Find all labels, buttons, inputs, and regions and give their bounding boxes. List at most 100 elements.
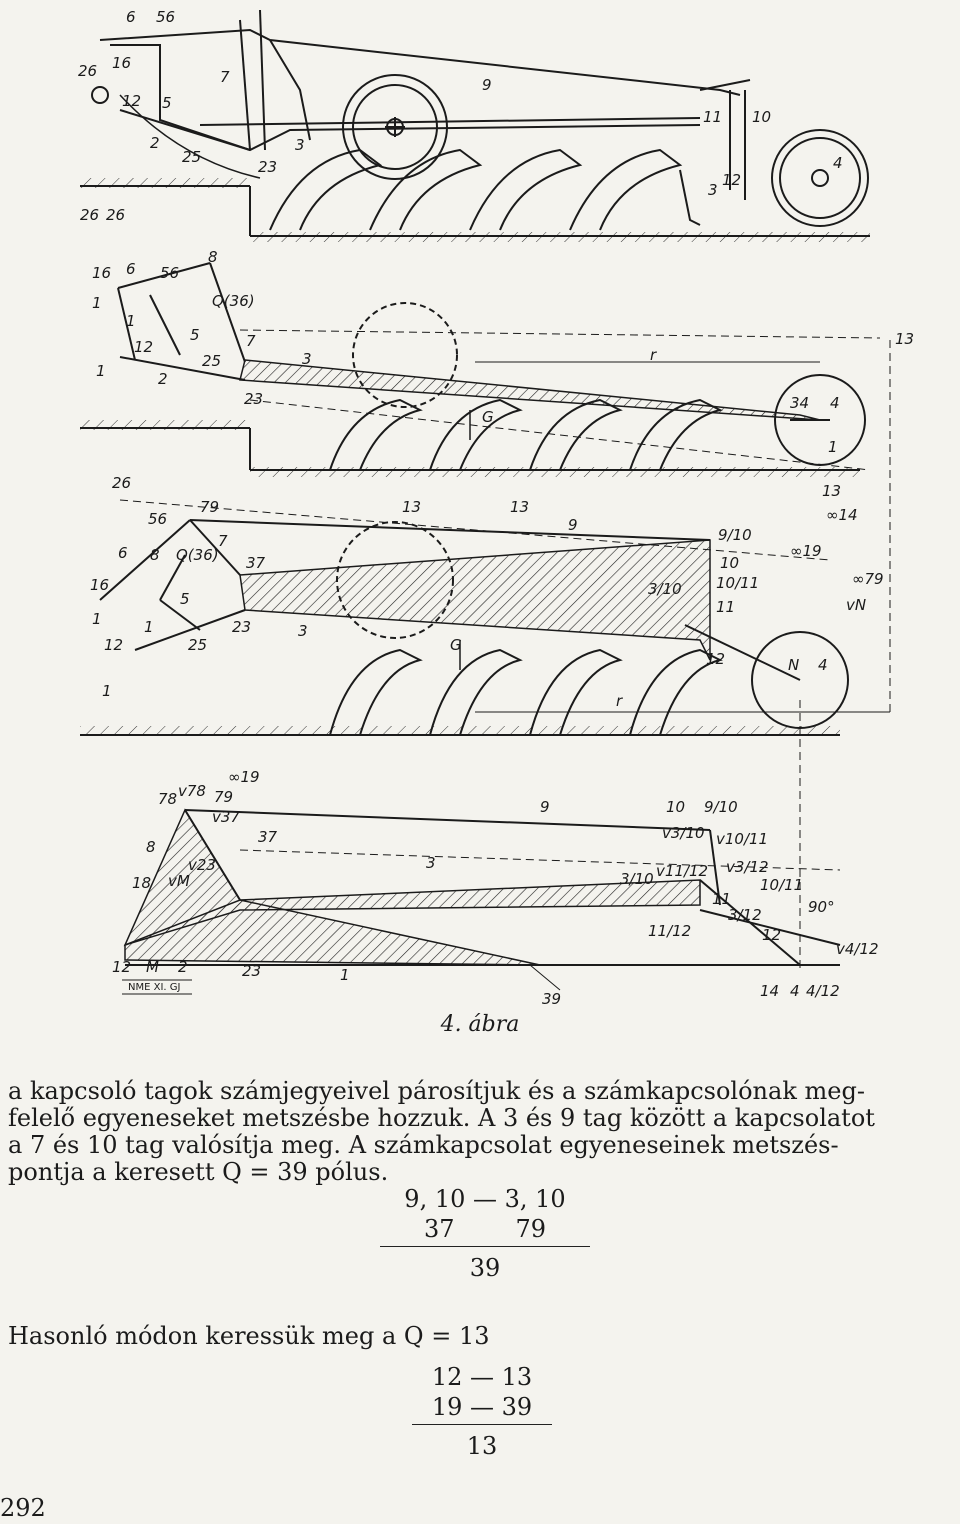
svg-text:12: 12 (762, 926, 781, 944)
svg-text:11/12: 11/12 (648, 922, 691, 940)
svg-text:3/10: 3/10 (620, 870, 654, 888)
svg-text:v37: v37 (212, 808, 240, 826)
svg-text:12: 12 (122, 92, 141, 110)
fraction-rule (380, 1246, 590, 1247)
svg-text:∞14: ∞14 (826, 506, 858, 524)
svg-text:v78: v78 (178, 782, 206, 800)
svg-text:v4/12: v4/12 (836, 940, 879, 958)
svg-text:13: 13 (510, 498, 529, 516)
svg-text:10/11: 10/11 (716, 574, 759, 592)
svg-text:4/12: 4/12 (806, 982, 840, 1000)
paragraph-line: a kapcsoló tagok számjegyeivel párosítju… (8, 1077, 865, 1105)
velocity-plan (123, 808, 841, 991)
equation-row: 37 79 (423, 1215, 547, 1243)
svg-text:vM: vM (168, 872, 190, 890)
kinematic-scheme (80, 262, 881, 477)
figure-labels: 6 56 26 16 12 5 7 9 2 25 23 3 11 10 4 3 … (78, 8, 914, 1008)
svg-text:G: G (450, 636, 462, 654)
svg-text:11: 11 (703, 108, 722, 126)
svg-text:2: 2 (158, 370, 168, 388)
mechanism-drawing: 6 56 26 16 12 5 7 9 2 25 23 3 11 10 4 3 … (78, 8, 914, 1008)
svg-text:1: 1 (92, 610, 102, 628)
svg-text:∞19: ∞19 (790, 542, 822, 560)
svg-text:1: 1 (102, 682, 112, 700)
figure-4: 6 56 26 16 12 5 7 9 2 25 23 3 11 10 4 3 … (78, 8, 914, 1008)
svg-text:3: 3 (295, 136, 305, 154)
svg-text:∞19: ∞19 (228, 768, 260, 786)
svg-text:25: 25 (188, 636, 207, 654)
svg-text:16: 16 (112, 54, 131, 72)
svg-text:10: 10 (666, 798, 685, 816)
svg-text:r: r (616, 692, 623, 710)
paragraph-line: pontja a keresett Q = 39 pólus. (8, 1158, 389, 1186)
svg-text:∞79: ∞79 (852, 570, 884, 588)
fraction-rule (412, 1424, 552, 1425)
svg-text:13: 13 (402, 498, 421, 516)
svg-text:56: 56 (160, 264, 179, 282)
svg-text:34: 34 (790, 394, 809, 412)
equation-39: 9, 10 — 3, 10 37 79 39 (380, 1184, 590, 1283)
svg-text:3: 3 (426, 854, 436, 872)
svg-text:26: 26 (78, 62, 97, 80)
svg-text:9: 9 (568, 516, 578, 534)
svg-text:12: 12 (706, 650, 725, 668)
svg-text:5: 5 (180, 590, 190, 608)
svg-text:1: 1 (92, 294, 102, 312)
svg-text:12: 12 (104, 636, 123, 654)
svg-text:23: 23 (258, 158, 277, 176)
svg-text:1: 1 (96, 362, 106, 380)
svg-text:56: 56 (156, 8, 175, 26)
svg-text:12: 12 (112, 958, 131, 976)
svg-text:12: 12 (134, 338, 153, 356)
svg-text:5: 5 (190, 326, 200, 344)
svg-text:v3/12: v3/12 (726, 858, 769, 876)
svg-text:78: 78 (158, 790, 177, 808)
plough-view (80, 9, 870, 242)
svg-text:7: 7 (218, 532, 228, 550)
svg-text:4: 4 (830, 394, 840, 412)
svg-text:7: 7 (220, 68, 230, 86)
svg-text:79: 79 (214, 788, 233, 806)
svg-text:18: 18 (132, 874, 151, 892)
svg-text:Q(36): Q(36) (212, 292, 255, 310)
paragraph-line: a 7 és 10 tag valósítja meg. A számkapcs… (8, 1131, 839, 1159)
svg-text:11: 11 (712, 890, 731, 908)
svg-text:11: 11 (716, 598, 735, 616)
svg-text:4: 4 (833, 154, 843, 172)
svg-text:23: 23 (242, 962, 261, 980)
svg-text:N: N (788, 656, 799, 674)
svg-text:1: 1 (828, 438, 838, 456)
svg-text:4: 4 (790, 982, 800, 1000)
svg-text:9/10: 9/10 (718, 526, 752, 544)
svg-text:1: 1 (340, 966, 350, 984)
svg-text:vN: vN (846, 596, 866, 614)
svg-text:3: 3 (708, 181, 718, 199)
svg-text:26: 26 (112, 474, 131, 492)
svg-text:1: 1 (144, 618, 154, 636)
svg-text:9: 9 (540, 798, 550, 816)
svg-text:9/10: 9/10 (704, 798, 738, 816)
svg-text:3: 3 (302, 350, 312, 368)
equation-result: 39 (469, 1254, 501, 1282)
svg-text:2: 2 (150, 134, 160, 152)
svg-text:8: 8 (146, 838, 156, 856)
page-number: 292 (0, 1494, 46, 1522)
equation-row: 19 — 39 (431, 1393, 533, 1421)
svg-text:G: G (482, 408, 494, 426)
svg-text:6: 6 (126, 8, 136, 26)
svg-text:37: 37 (246, 554, 266, 572)
svg-text:10: 10 (720, 554, 739, 572)
svg-text:79: 79 (200, 498, 219, 516)
equation-result: 13 (466, 1432, 498, 1460)
svg-text:7: 7 (246, 332, 256, 350)
svg-text:M: M (146, 958, 159, 976)
svg-text:56: 56 (148, 510, 167, 528)
equation-row: 12 — 13 (431, 1363, 533, 1391)
svg-text:25: 25 (202, 352, 221, 370)
svg-text:37: 37 (258, 828, 278, 846)
svg-text:25: 25 (182, 148, 201, 166)
svg-text:14: 14 (760, 982, 779, 1000)
svg-text:r: r (650, 346, 657, 364)
svg-text:13: 13 (895, 330, 914, 348)
svg-text:10/11: 10/11 (760, 876, 803, 894)
